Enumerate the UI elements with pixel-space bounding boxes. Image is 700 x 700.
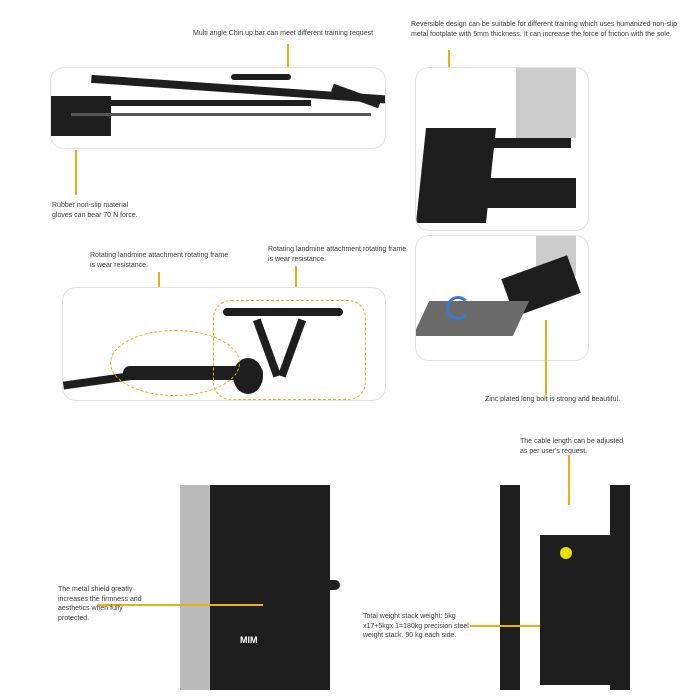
leader-line	[448, 50, 450, 78]
leader-line	[568, 455, 570, 505]
callout-landmine-1: Rotating landmine attachment rotating fr…	[90, 252, 229, 269]
callout-metal-shield: The metal shield greatly increases the f…	[58, 586, 142, 622]
callout-reversible: Reversible design can be suitable for di…	[411, 21, 678, 38]
leader-line	[75, 150, 77, 195]
callout-chin-bar: Multi angle Chin up bar can meet differe…	[193, 30, 374, 37]
leader-line	[295, 266, 297, 300]
leader-line	[98, 604, 263, 606]
brand-logo: MIM	[240, 635, 258, 645]
chin-bar-image	[50, 67, 386, 149]
footplate-image	[415, 67, 589, 231]
callout-weight-stack: Total weight stack weight: 5kg x17+5kgx …	[363, 613, 469, 639]
metal-shield-image: MIM	[170, 485, 346, 690]
leader-line	[545, 320, 547, 395]
weight-stack-image	[500, 485, 636, 690]
callout-zinc-bolt: Zinc plated long bolt is strong and beau…	[485, 396, 621, 403]
callout-cable: The cable length can be adjusted as per …	[520, 438, 624, 455]
callout-landmine-2: Rotating landmine attachment rotating fr…	[268, 246, 407, 263]
leader-line	[470, 625, 540, 627]
highlight-box	[213, 300, 366, 400]
bolt-image	[415, 235, 589, 361]
leader-line	[287, 44, 289, 76]
highlight-ellipse	[110, 330, 240, 396]
callout-rubber: Rubber non-slip material gloves can bear…	[52, 202, 138, 219]
